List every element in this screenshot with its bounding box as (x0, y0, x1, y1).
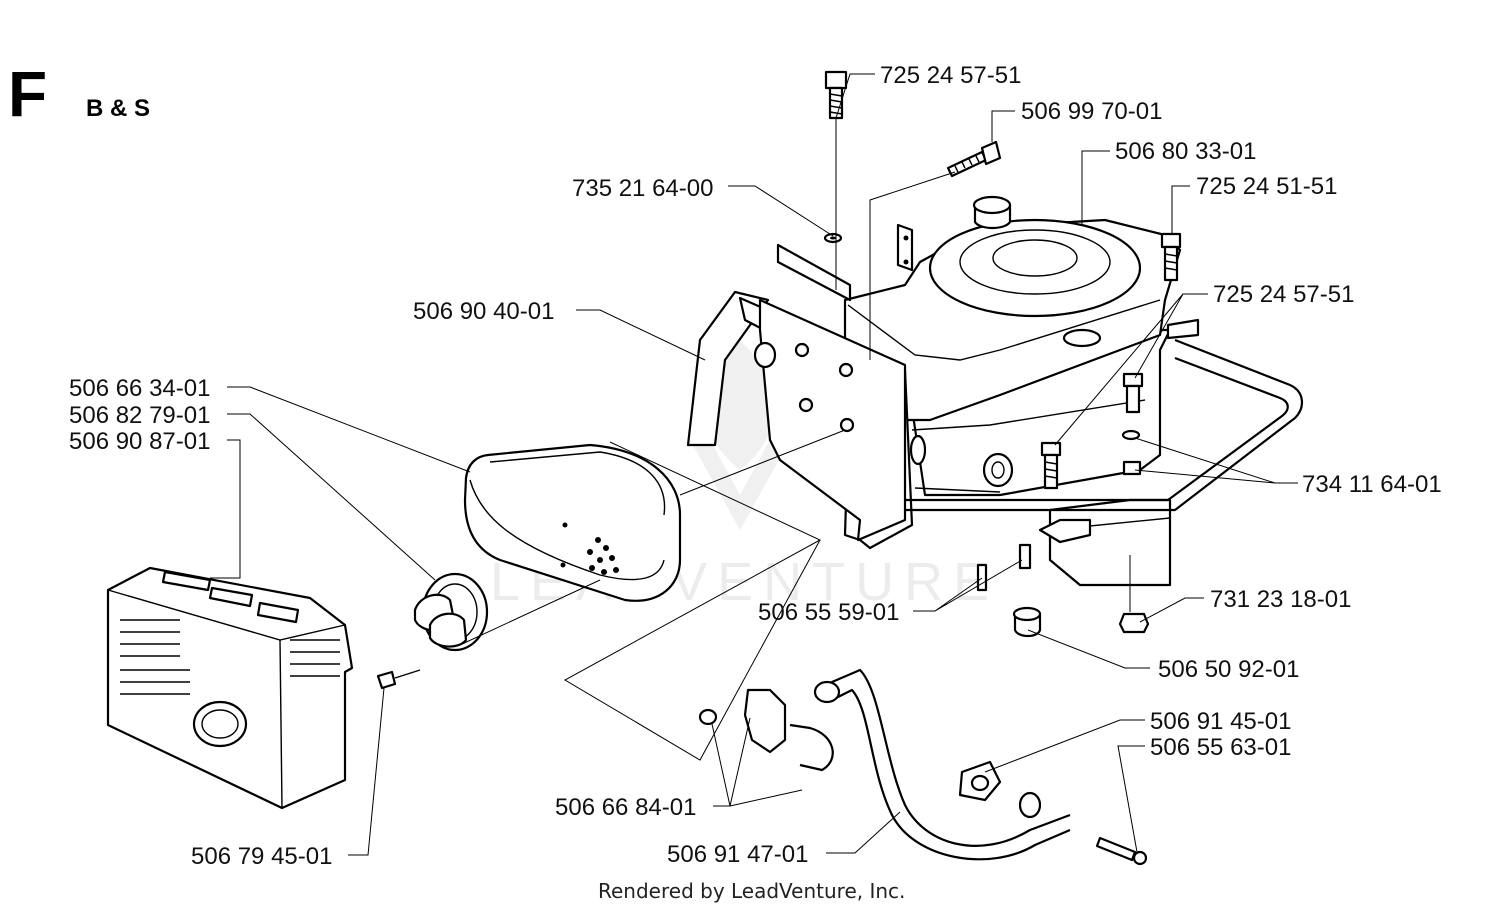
part-label: 506 90 40-01 (413, 298, 554, 325)
muffler (463, 443, 682, 602)
part-label: 506 55 59-01 (758, 599, 899, 626)
part-label: 506 99 70-01 (1021, 98, 1162, 125)
part-label: 725 24 57-51 (880, 62, 1021, 89)
part-label: 731 23 18-01 (1210, 586, 1351, 613)
part-label: 734 11 64-01 (1302, 471, 1442, 498)
section-subtitle: B & S (86, 95, 150, 122)
leader-lines (210, 73, 1298, 856)
part-label: 506 55 63-01 (1150, 734, 1291, 761)
part-label: 506 90 87-01 (69, 428, 210, 455)
section-letter: F (8, 58, 47, 130)
exhaust-flange (413, 572, 489, 652)
fasteners (376, 70, 1182, 690)
part-label: 506 82 79-01 (69, 402, 210, 429)
part-label: 506 66 84-01 (555, 794, 696, 821)
part-labels: 725 24 57-51 506 99 70-01 506 80 33-01 7… (69, 62, 1442, 870)
footer-credit: Rendered by LeadVenture, Inc. (598, 879, 905, 903)
part-label: 506 66 34-01 (69, 375, 210, 402)
part-label: 506 91 47-01 (667, 841, 808, 868)
exhaust-pipe (698, 668, 1148, 866)
part-label: 506 80 33-01 (1115, 138, 1256, 165)
engine-assembly (843, 195, 1182, 587)
mounting-bracket (686, 223, 914, 550)
muffler-guard (106, 566, 354, 810)
frame-tube (905, 318, 1303, 544)
part-label: 506 91 45-01 (1150, 708, 1291, 735)
part-label: 725 24 57-51 (1213, 281, 1354, 308)
part-label: 725 24 51-51 (1196, 173, 1337, 200)
part-label: 506 50 92-01 (1158, 656, 1299, 683)
part-label: 735 21 64-00 (572, 175, 713, 202)
part-label: 506 79 45-01 (191, 843, 332, 870)
